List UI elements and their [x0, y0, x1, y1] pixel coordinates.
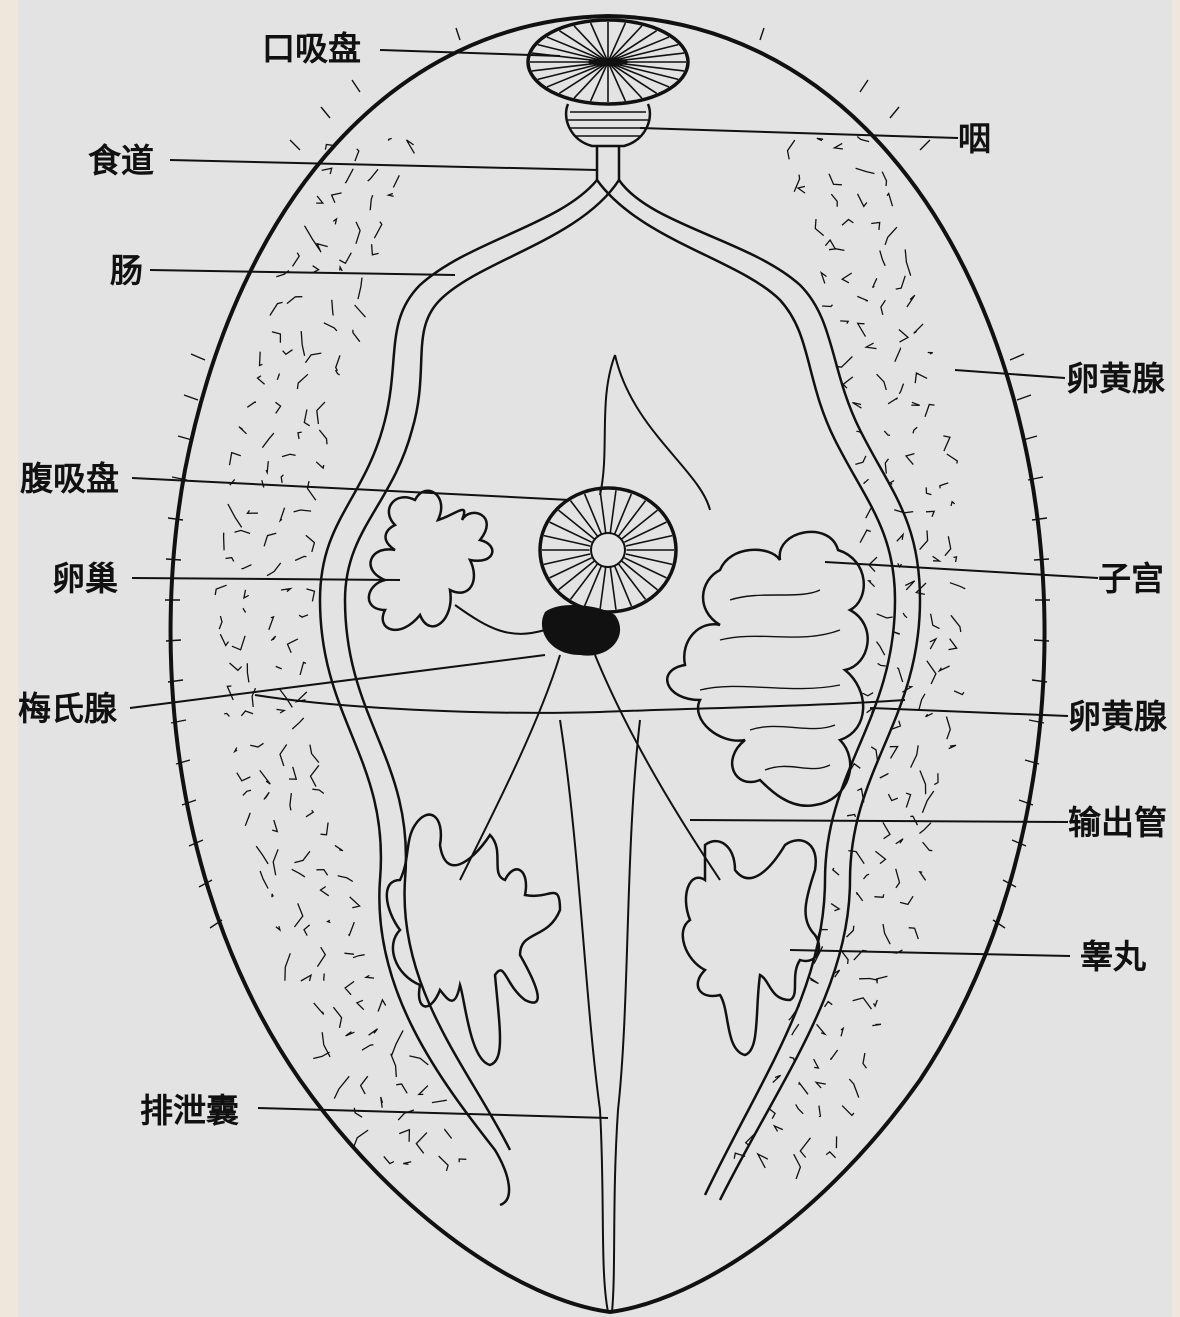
lead-esophagus: [170, 160, 597, 170]
label-vitellaria: 卵黄腺: [1066, 359, 1166, 398]
label-pharynx: 咽: [958, 119, 991, 158]
ovary: [369, 491, 492, 630]
lead-pharynx: [640, 128, 958, 138]
intestine-right: [597, 180, 920, 1200]
mehlis-gland: [542, 605, 620, 656]
excretory-bladder: [560, 720, 640, 1312]
lead-uterus: [825, 562, 1098, 578]
lead-vas-efferens: [690, 820, 1068, 822]
pharynx: [566, 104, 650, 146]
lead-intestine: [150, 270, 455, 275]
lead-ventral-sucker: [132, 478, 570, 500]
vitelline-duct: [255, 695, 905, 713]
vas-efferens: [460, 655, 720, 880]
label-ovary: 卵巢: [52, 559, 118, 598]
vitellaria-left: [215, 138, 466, 1171]
lead-vitelline-duct: [870, 708, 1068, 716]
label-mehlis-gland: 梅氏腺: [18, 689, 118, 728]
lead-excretory-bladder: [258, 1108, 608, 1118]
label-vas-efferens: 输出管: [1068, 803, 1167, 842]
esophagus: [597, 146, 619, 180]
ovary-duct: [455, 605, 545, 634]
label-excretory-bladder: 排泄囊: [140, 1091, 239, 1130]
label-testis: 睾丸: [1080, 937, 1146, 976]
oral-sucker-center: [588, 58, 628, 66]
ventral-sucker-center: [591, 533, 625, 567]
lead-testis: [790, 950, 1070, 956]
label-ventral-sucker: 腹吸盘: [20, 459, 119, 498]
label-oral-sucker: 口吸盘: [262, 29, 361, 68]
label-vitelline-duct: 卵黄腺: [1068, 697, 1168, 736]
intestine-left: [320, 180, 619, 1205]
uterus: [667, 532, 867, 806]
label-uterus: 子宫: [1098, 559, 1164, 598]
vitellaria-right: [734, 137, 965, 1180]
lead-vitellaria: [955, 370, 1065, 378]
pharynx-stripes: [568, 112, 648, 136]
uterus-coils: [700, 590, 840, 770]
label-esophagus: 食道: [88, 141, 154, 180]
testis-right: [683, 840, 819, 1055]
label-intestine: 肠: [110, 251, 143, 290]
